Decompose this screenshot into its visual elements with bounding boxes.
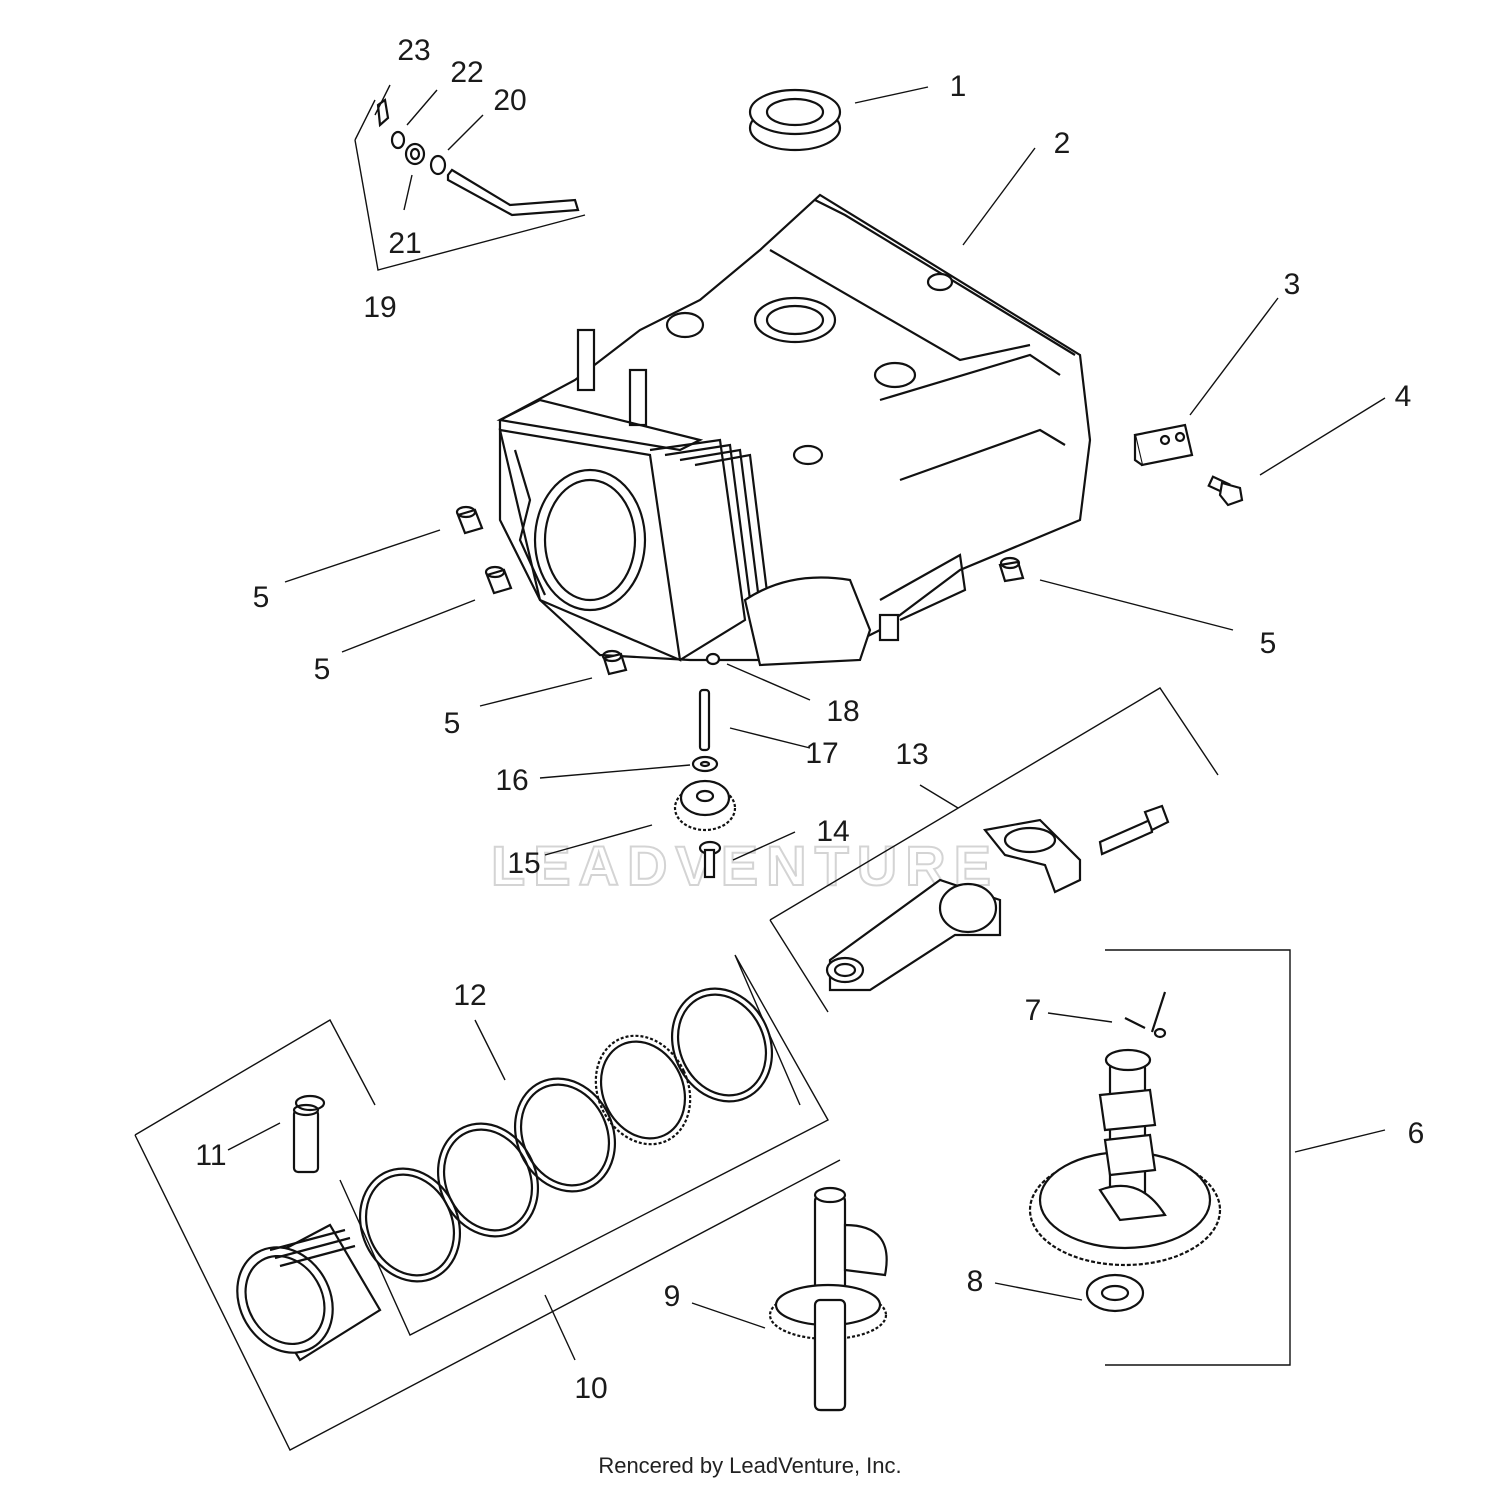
part-governor-shaft[interactable]	[698, 688, 711, 752]
callout-15[interactable]: 15	[507, 847, 540, 880]
callout-5b[interactable]: 5	[314, 653, 331, 686]
callout-9[interactable]: 9	[664, 1280, 681, 1313]
part-governor-gear[interactable]	[673, 779, 737, 832]
part-dowel-sleeves[interactable]	[455, 505, 1025, 676]
callout-numbers: 1 2 3 4 5 5 5 5 6 7 8 9 10 11 12 13 14 1…	[195, 34, 1424, 1405]
callout-11[interactable]: 11	[195, 1139, 226, 1172]
part-oil-seal[interactable]	[748, 88, 842, 152]
part-piston[interactable]	[219, 1223, 382, 1370]
callout-5c[interactable]: 5	[444, 707, 461, 740]
callout-20[interactable]: 20	[493, 84, 526, 117]
callout-12[interactable]: 12	[453, 979, 486, 1012]
callout-10[interactable]: 10	[574, 1372, 607, 1405]
callout-6[interactable]: 6	[1408, 1117, 1425, 1150]
part-washer-22[interactable]	[390, 130, 406, 150]
callout-13[interactable]: 13	[895, 738, 928, 771]
part-clip-23[interactable]	[376, 98, 390, 128]
dowel-sleeve-b[interactable]	[484, 565, 513, 595]
callout-22[interactable]: 22	[450, 56, 483, 89]
watermark-text: LEADVENTURE	[491, 834, 999, 897]
bracket-12-10	[339, 954, 829, 1336]
part-crankshaft[interactable]	[768, 1186, 888, 1412]
part-rod-bolt[interactable]	[1098, 804, 1170, 856]
part-governor-pin[interactable]	[698, 840, 722, 879]
callout-8[interactable]: 8	[967, 1265, 984, 1298]
bracket-19	[354, 99, 586, 271]
part-washer-20[interactable]	[429, 154, 447, 176]
piston-ring-3[interactable]	[497, 1062, 633, 1208]
part-piston-pin[interactable]	[292, 1094, 326, 1174]
callout-1[interactable]: 1	[950, 70, 967, 103]
dowel-sleeve-a[interactable]	[455, 505, 484, 535]
part-piston-rings[interactable]	[342, 972, 790, 1298]
part-screw[interactable]	[1207, 475, 1244, 507]
part-governor-washer[interactable]	[691, 755, 719, 773]
part-governor-plug[interactable]	[705, 652, 721, 666]
part-bushing-21[interactable]	[404, 142, 426, 166]
part-governor-lever-assembly[interactable]	[376, 98, 580, 217]
piston-ring-1[interactable]	[342, 1152, 478, 1298]
piston-ring-4[interactable]	[579, 1020, 708, 1160]
part-connecting-rod[interactable]	[825, 804, 1170, 992]
callout-3[interactable]: 3	[1284, 268, 1301, 301]
callout-16[interactable]: 16	[495, 764, 528, 797]
callout-14[interactable]: 14	[816, 815, 849, 848]
leader-lines	[227, 84, 1386, 1361]
part-washer-8[interactable]	[1085, 1273, 1145, 1313]
bracket-10	[134, 1019, 841, 1451]
callout-21[interactable]: 21	[388, 227, 421, 260]
dowel-sleeve-c[interactable]	[601, 649, 628, 676]
callout-17[interactable]: 17	[805, 737, 838, 770]
bracket-13	[769, 687, 1219, 1013]
piston-ring-2[interactable]	[420, 1107, 556, 1253]
part-pin-7[interactable]	[1124, 991, 1167, 1039]
callout-4[interactable]: 4	[1395, 380, 1412, 413]
part-crankcase[interactable]	[496, 193, 1092, 667]
callout-23[interactable]: 23	[397, 34, 430, 67]
callout-18[interactable]: 18	[826, 695, 859, 728]
piston-ring-5[interactable]	[654, 972, 790, 1118]
callout-5a[interactable]: 5	[253, 581, 270, 614]
callout-2[interactable]: 2	[1054, 127, 1071, 160]
callout-5d[interactable]: 5	[1260, 627, 1277, 660]
part-bracket[interactable]	[1133, 423, 1194, 467]
part-rod-cap[interactable]	[982, 818, 1082, 894]
callout-7[interactable]: 7	[1025, 994, 1042, 1027]
part-camshaft[interactable]	[1028, 1048, 1222, 1267]
bracket-6	[1105, 949, 1291, 1366]
dowel-sleeve-d[interactable]	[998, 556, 1025, 583]
callout-19[interactable]: 19	[363, 291, 396, 324]
footer-credit: Rencered by LeadVenture, Inc.	[598, 1453, 901, 1478]
